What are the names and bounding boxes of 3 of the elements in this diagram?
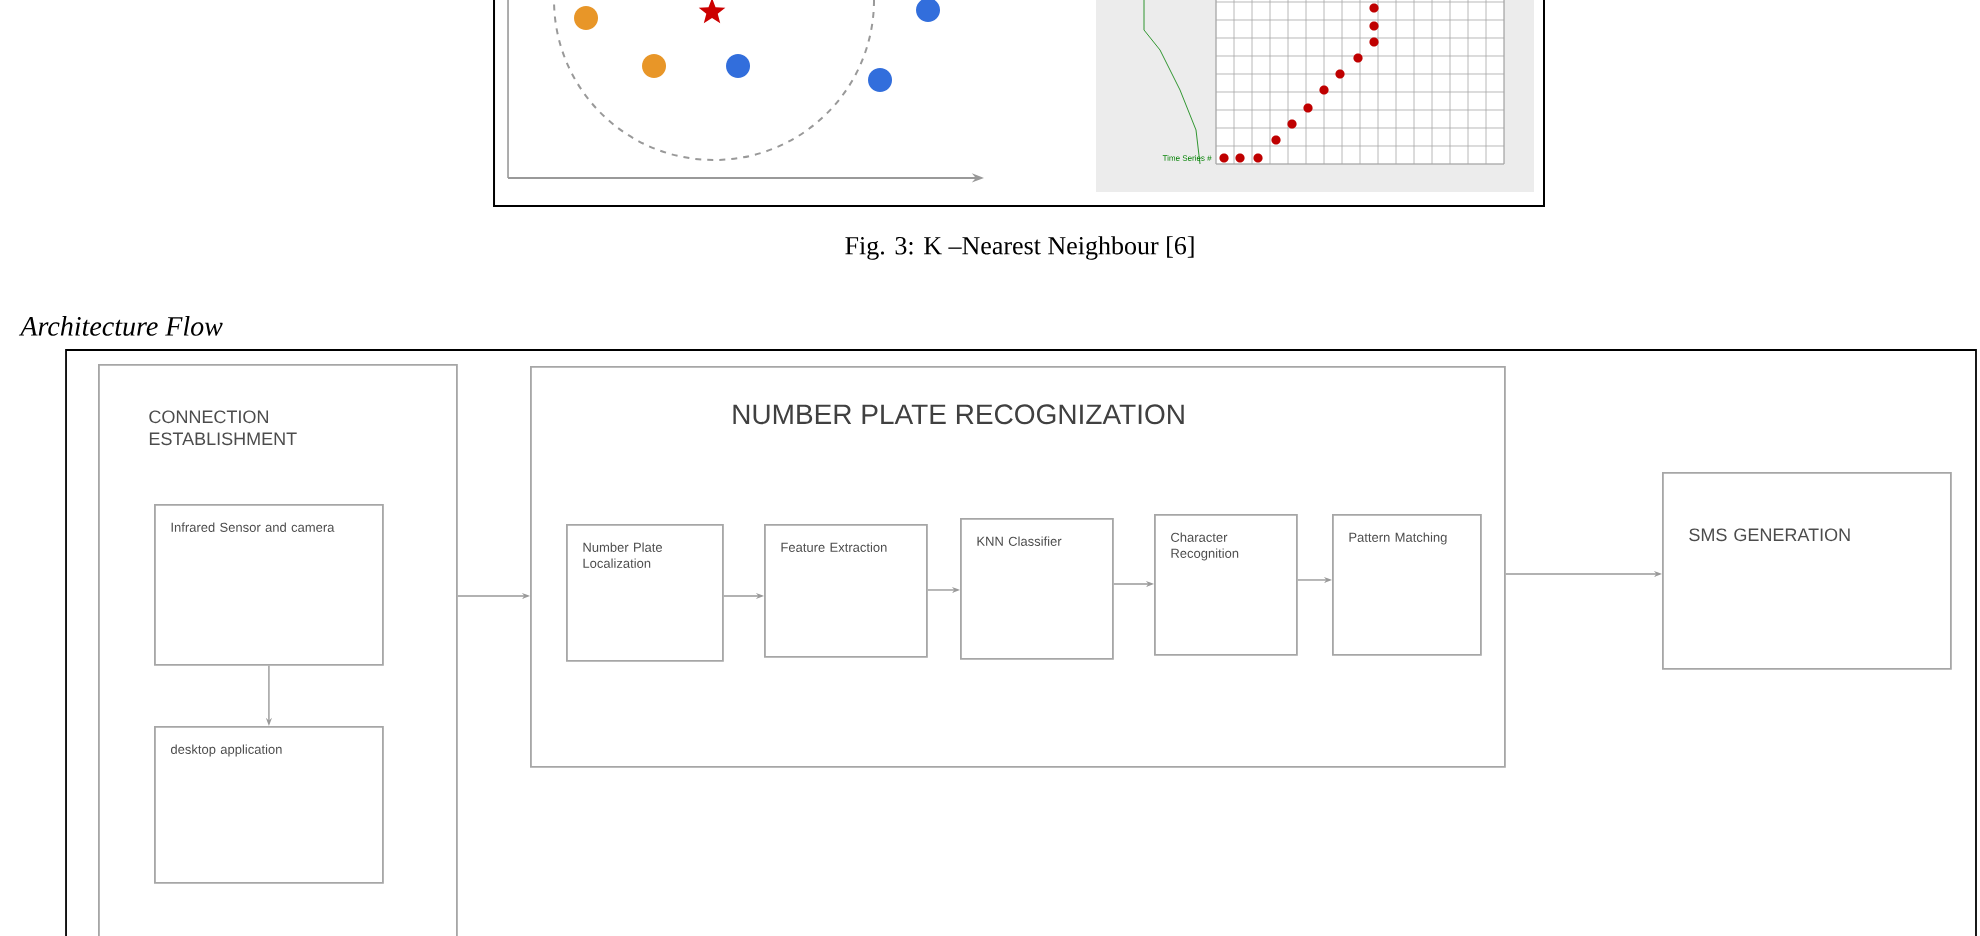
figure-caption: Fig. 3: K –Nearest Neighbour [6] [845, 236, 1194, 260]
process-box: SMS GENERATION [1662, 472, 1952, 670]
section-title: Architecture Flow [18, 316, 223, 336]
